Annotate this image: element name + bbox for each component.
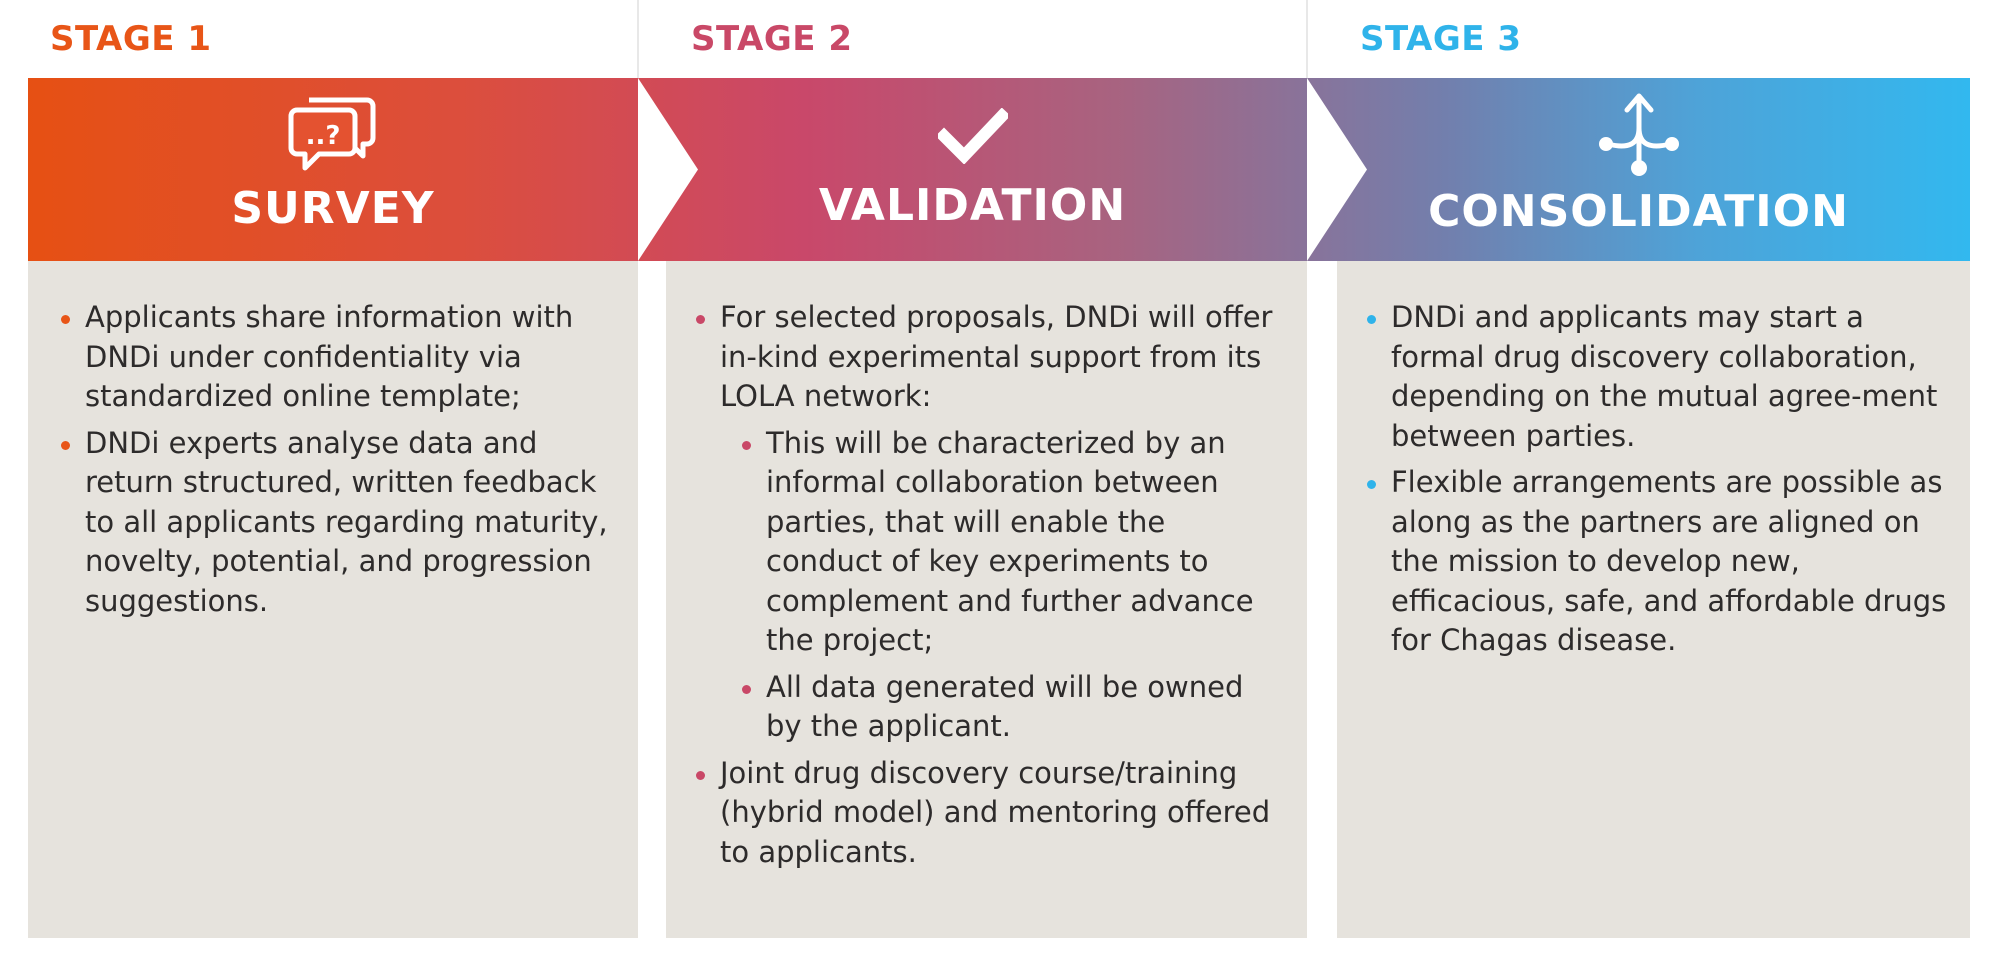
list-item: For selected proposals, DNDi will offer …: [696, 298, 1285, 747]
stage-2-title: VALIDATION: [818, 180, 1127, 231]
stage-2-bullet-list: For selected proposals, DNDi will offer …: [696, 298, 1285, 873]
stage-1-header: ..? SURVEY: [28, 78, 638, 261]
stage-1-label: STAGE 1: [50, 19, 212, 59]
merge-arrows-icon: [1598, 93, 1679, 176]
list-item: DNDi and applicants may start a formal d…: [1367, 298, 1948, 456]
column-divider: [637, 0, 639, 78]
column-divider: [1306, 0, 1308, 78]
list-item: DNDi experts analyse data and return str…: [61, 424, 616, 622]
list-item: This will be characterized by an informa…: [742, 424, 1285, 661]
stage-3-title: CONSOLIDATION: [1428, 186, 1849, 237]
chevron-right-icon: [638, 78, 698, 261]
list-item: Joint drug discovery course/training (hy…: [696, 754, 1285, 873]
list-item: Flexible arrangements are possible as al…: [1367, 463, 1948, 661]
checkmark-icon: [937, 108, 1008, 164]
list-item-text: For selected proposals, DNDi will offer …: [720, 300, 1273, 413]
speech-bubbles-question-icon: ..?: [288, 97, 376, 171]
stage-3-bullet-list: DNDi and applicants may start a formal d…: [1367, 298, 1948, 661]
stage-3-label: STAGE 3: [1360, 19, 1522, 59]
svg-text:..?: ..?: [306, 121, 341, 151]
list-item: All data generated will be owned by the …: [742, 668, 1285, 747]
stage-3-panel: DNDi and applicants may start a formal d…: [1337, 261, 1970, 938]
list-item: Applicants share information with DNDi u…: [61, 298, 616, 417]
stage-2-header: VALIDATION: [638, 78, 1307, 261]
stage-2-panel: For selected proposals, DNDi will offer …: [666, 261, 1307, 938]
stage-1-bullet-list: Applicants share information with DNDi u…: [61, 298, 616, 622]
stage-2-label: STAGE 2: [691, 19, 853, 59]
stage-1-panel: Applicants share information with DNDi u…: [28, 261, 638, 938]
stage-3-header: CONSOLIDATION: [1307, 78, 1970, 261]
sub-bullet-list: This will be characterized by an informa…: [742, 424, 1285, 747]
chevron-right-icon: [1307, 78, 1367, 261]
stage-1-title: SURVEY: [231, 183, 435, 234]
